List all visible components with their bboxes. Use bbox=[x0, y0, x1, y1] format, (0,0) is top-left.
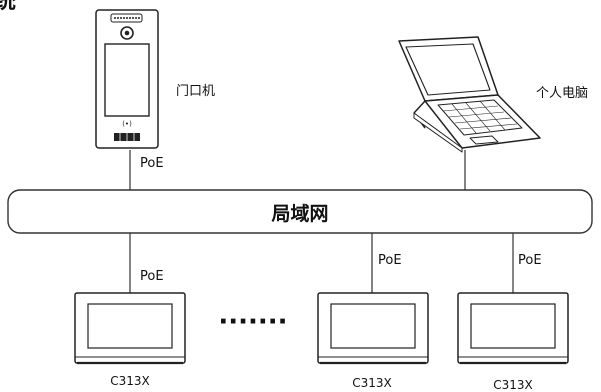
monitor-3-poe-label: PoE bbox=[518, 253, 542, 268]
more-devices-ellipsis: ······· bbox=[218, 307, 287, 337]
indoor-monitor-icon bbox=[317, 292, 429, 365]
lan-label: 局域网 bbox=[271, 202, 328, 225]
lan-bar: 局域网 bbox=[7, 189, 593, 234]
indoor-monitor-icon bbox=[457, 292, 569, 365]
monitor-1-poe-label: PoE bbox=[140, 269, 164, 284]
svg-text:(•): (•) bbox=[122, 120, 132, 128]
door-station-label: 门口机 bbox=[176, 84, 215, 99]
heading-fragment: 统 bbox=[0, 0, 16, 14]
door-station-icon: (•) bbox=[95, 9, 159, 149]
monitor-2-model-label: C313X bbox=[352, 376, 392, 390]
monitor-2-poe-label: PoE bbox=[378, 253, 402, 268]
monitor-3-model-label: C313X bbox=[493, 378, 533, 392]
pc-label: 个人电脑 bbox=[536, 86, 588, 101]
indoor-monitor-icon bbox=[74, 292, 186, 365]
door-station-poe-label: PoE bbox=[140, 156, 164, 171]
laptop-icon bbox=[398, 36, 541, 153]
monitor-1-model-label: C313X bbox=[110, 374, 150, 388]
